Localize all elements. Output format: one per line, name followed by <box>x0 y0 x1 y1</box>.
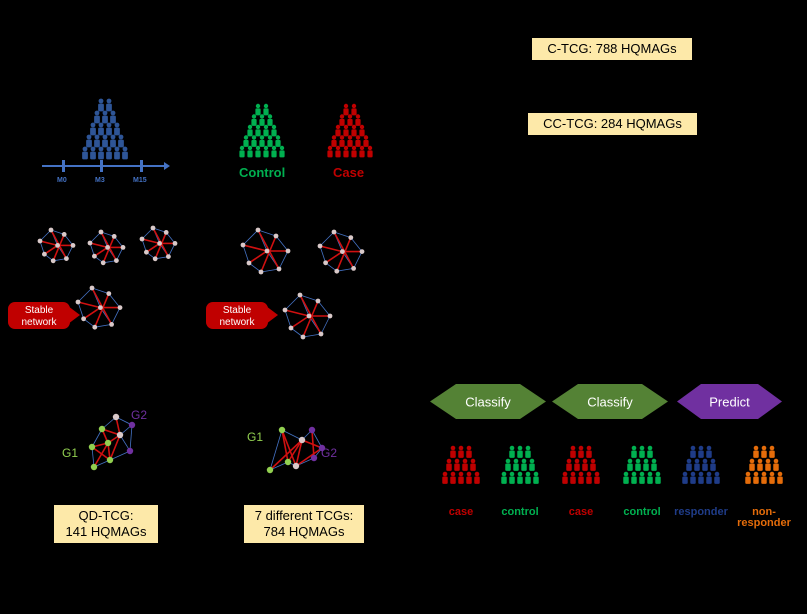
case-label: Case <box>333 165 365 180</box>
cohort-1-label: case <box>448 506 474 518</box>
cohort-2-label: control <box>501 506 539 518</box>
left-stable-network-badge: Stable network <box>8 302 70 329</box>
cohort-6-label: non- responder <box>737 506 791 529</box>
left-g1-g2-network <box>88 413 136 471</box>
left-g1-label: G1 <box>62 446 79 460</box>
c-tcg-note: C-TCG: 788 HQMAGs <box>532 38 692 60</box>
cohort-1-people-icon <box>442 445 480 484</box>
middle-g1-g2-network <box>266 426 326 474</box>
seven-tcgs-line2: 784 HQMAGs <box>263 524 345 539</box>
classify-diamond-1: Classify <box>430 384 546 419</box>
cohort-3-people-icon <box>562 445 600 484</box>
cohort-2-people-icon <box>501 445 539 484</box>
predict-label: Predict <box>709 394 750 409</box>
left-g2-label: G2 <box>131 408 148 422</box>
middle-g1-label: G1 <box>247 430 264 444</box>
control-label: Control <box>239 165 286 180</box>
timeline-tick-m3: M3 <box>95 177 105 184</box>
left-stable-arrow-icon <box>68 306 80 324</box>
middle-g2-label: G2 <box>321 446 338 460</box>
cohort-4-people-icon <box>623 445 661 484</box>
timeline-tick-m15: M15 <box>133 177 147 184</box>
timeline-tick-m0: M0 <box>57 177 67 184</box>
classify-diamond-2: Classify <box>552 384 668 419</box>
cohort-3-label: case <box>568 506 594 518</box>
classify-label-1: Classify <box>465 394 511 409</box>
green-control-pyramid-icon <box>239 103 285 158</box>
blue-cohort-pyramid-icon <box>82 98 128 160</box>
classify-label-2: Classify <box>587 394 633 409</box>
seven-tcgs-note: 7 different TCGs: 784 HQMAGs <box>244 505 364 543</box>
seven-tcgs-line1: 7 different TCGs: <box>254 508 354 523</box>
cohort-5-label: responder <box>674 506 728 518</box>
red-case-pyramid-icon <box>327 103 373 158</box>
timeline <box>42 160 170 172</box>
qd-tcg-line2: 141 HQMAGs <box>65 524 147 539</box>
qd-tcg-note: QD-TCG: 141 HQMAGs <box>54 505 158 543</box>
left-networks-diagram <box>37 225 178 330</box>
cohort-4-label: control <box>623 506 661 518</box>
qd-tcg-line1: QD-TCG: <box>78 508 134 523</box>
cohort-6-people-icon <box>745 445 783 484</box>
cc-tcg-note: CC-TCG: 284 HQMAGs <box>528 113 697 135</box>
middle-networks-diagram <box>240 227 365 340</box>
middle-stable-network-badge: Stable network <box>206 302 268 329</box>
middle-stable-arrow-icon <box>266 306 278 324</box>
cohort-5-people-icon <box>682 445 720 484</box>
predict-diamond: Predict <box>677 384 782 419</box>
